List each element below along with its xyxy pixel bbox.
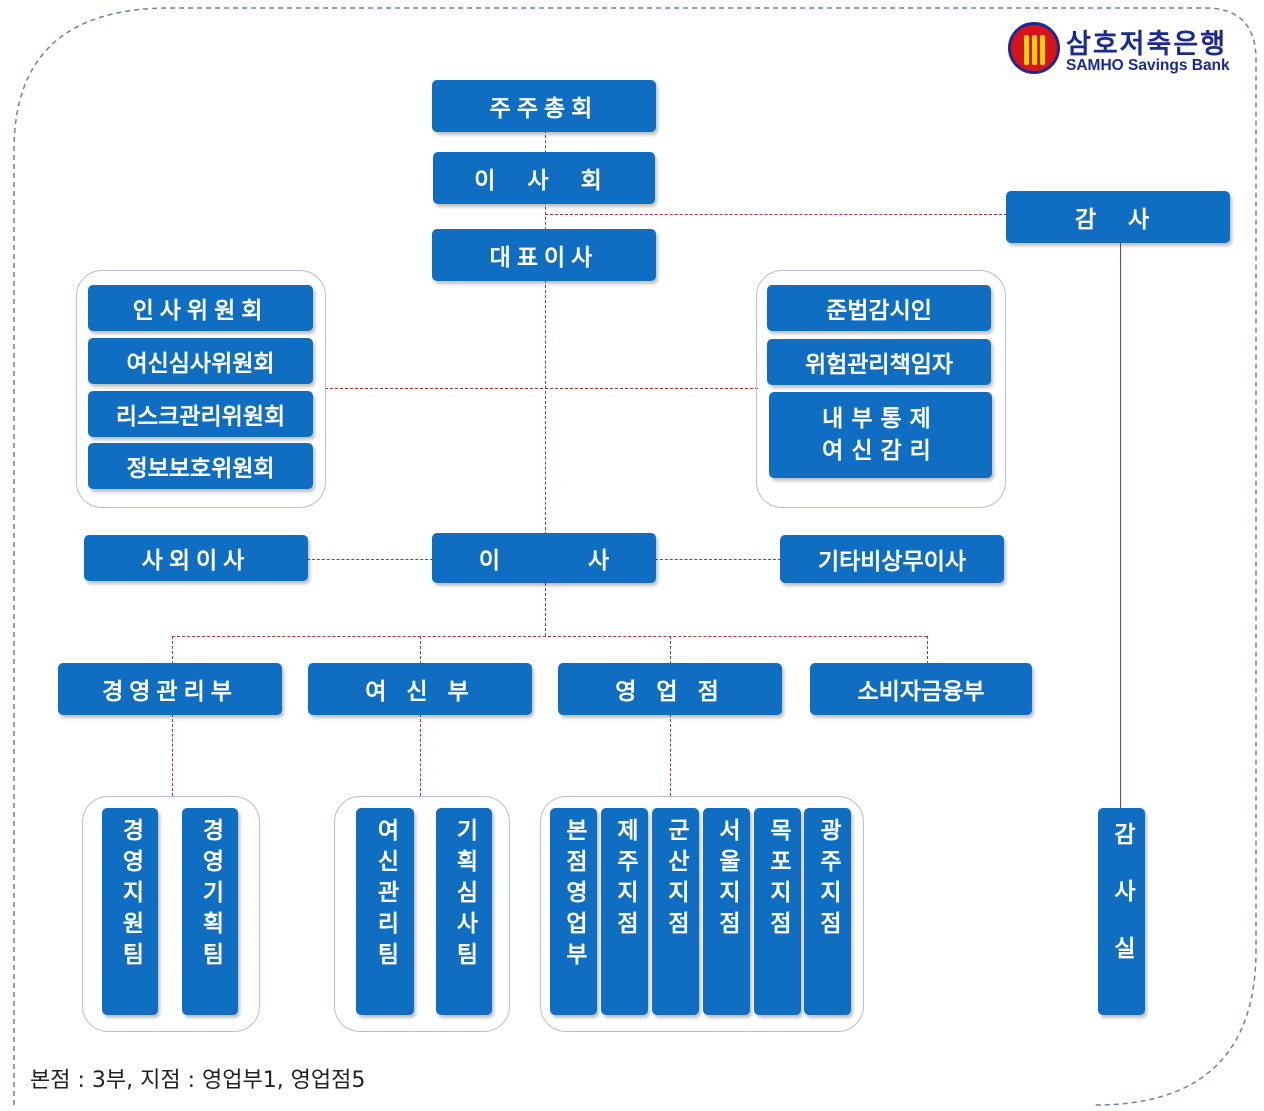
branch-jeju-label: 제주지점 (612, 818, 638, 942)
connector-team-credit (420, 714, 421, 796)
team-credit-management: 여신관리팀 (356, 808, 414, 1015)
branch-gunsan: 군산지점 (652, 808, 699, 1015)
team-credit-management-label: 여신관리팀 (372, 818, 399, 973)
committee-risk: 리스크관리위원회 (88, 391, 313, 437)
control-group (756, 270, 1006, 508)
dept-consumer-finance: 소비자금융부 (810, 663, 1032, 715)
dept-management: 경영관리부 (58, 663, 282, 715)
logo-emblem (1008, 22, 1060, 74)
connector-team-management (172, 714, 173, 796)
committee-info-security: 정보보호위원회 (88, 443, 313, 489)
branch-gwangju: 광주지점 (804, 808, 851, 1015)
committee-credit-review: 여신심사위원회 (88, 338, 313, 384)
team-planning-review-label: 기획심사팀 (451, 818, 478, 973)
branch-gwangju-label: 광주지점 (815, 818, 841, 942)
connector-main-bottom (545, 583, 546, 636)
board-of-directors-box: 이 사 회 (433, 152, 655, 204)
connector-departments (172, 636, 927, 637)
risk-officer-box: 위험관리책임자 (767, 339, 991, 385)
connector-audit-office (1120, 242, 1121, 809)
logo-english-name: SAMHO Savings Bank (1066, 57, 1230, 74)
internal-control-box: 내부통제 여신감리 (769, 392, 992, 478)
connector-dept-4 (927, 636, 928, 664)
branch-group (540, 796, 864, 1032)
committee-group (76, 270, 326, 508)
connector-committees (325, 388, 758, 389)
dept-credit: 여 신 부 (308, 663, 532, 715)
branch-head-office: 본점영업부 (550, 808, 597, 1015)
branch-mokpo-label: 목포지점 (765, 818, 791, 942)
audit-office-label: 감사실 (1109, 822, 1135, 993)
ceo-box: 대표이사 (432, 229, 656, 281)
connector-dept-2 (420, 636, 421, 664)
connector-outside-director (307, 559, 433, 560)
team-management-planning: 경영기획팀 (182, 808, 238, 1015)
branch-seoul: 서울지점 (703, 808, 750, 1015)
logo-korean-name: 삼호저축은행 (1066, 29, 1228, 60)
connector-dept-3 (670, 636, 671, 664)
team-planning-review: 기획심사팀 (436, 808, 492, 1015)
director-box: 이 사 (432, 533, 656, 583)
outside-director-box: 사외이사 (84, 535, 308, 581)
auditor-box: 감 사 (1006, 191, 1230, 243)
committee-hr: 인사위원회 (88, 285, 313, 331)
branch-gunsan-label: 군산지점 (663, 818, 689, 942)
branch-jeju: 제주지점 (601, 808, 648, 1015)
bank-logo: 삼호저축은행 SAMHO Savings Bank (1006, 20, 1246, 82)
dept-sales: 영 업 점 (558, 663, 782, 715)
compliance-officer-box: 준법감시인 (767, 285, 991, 331)
shareholders-meeting-box: 주주총회 (432, 80, 656, 132)
non-executive-director-box: 기타비상무이사 (780, 535, 1004, 583)
team-management-planning-label: 경영기획팀 (197, 818, 224, 973)
audit-office-box: 감사실 (1098, 808, 1145, 1015)
branch-summary-note: 본점 : 3부, 지점 : 영업부1, 영업점5 (30, 1068, 366, 1093)
team-management-support: 경영지원팀 (102, 808, 158, 1015)
team-management-support-label: 경영지원팀 (117, 818, 144, 973)
branch-head-office-label: 본점영업부 (561, 818, 587, 973)
connector-non-executive (655, 559, 781, 560)
management-team-group (82, 796, 260, 1032)
branch-seoul-label: 서울지점 (714, 818, 740, 942)
connector-dept-1 (172, 636, 173, 664)
branch-mokpo: 목포지점 (754, 808, 801, 1015)
connector-main-middle (545, 280, 546, 535)
connector-team-branches (670, 714, 671, 796)
connector-auditor (545, 214, 1007, 215)
credit-team-group (334, 796, 510, 1032)
